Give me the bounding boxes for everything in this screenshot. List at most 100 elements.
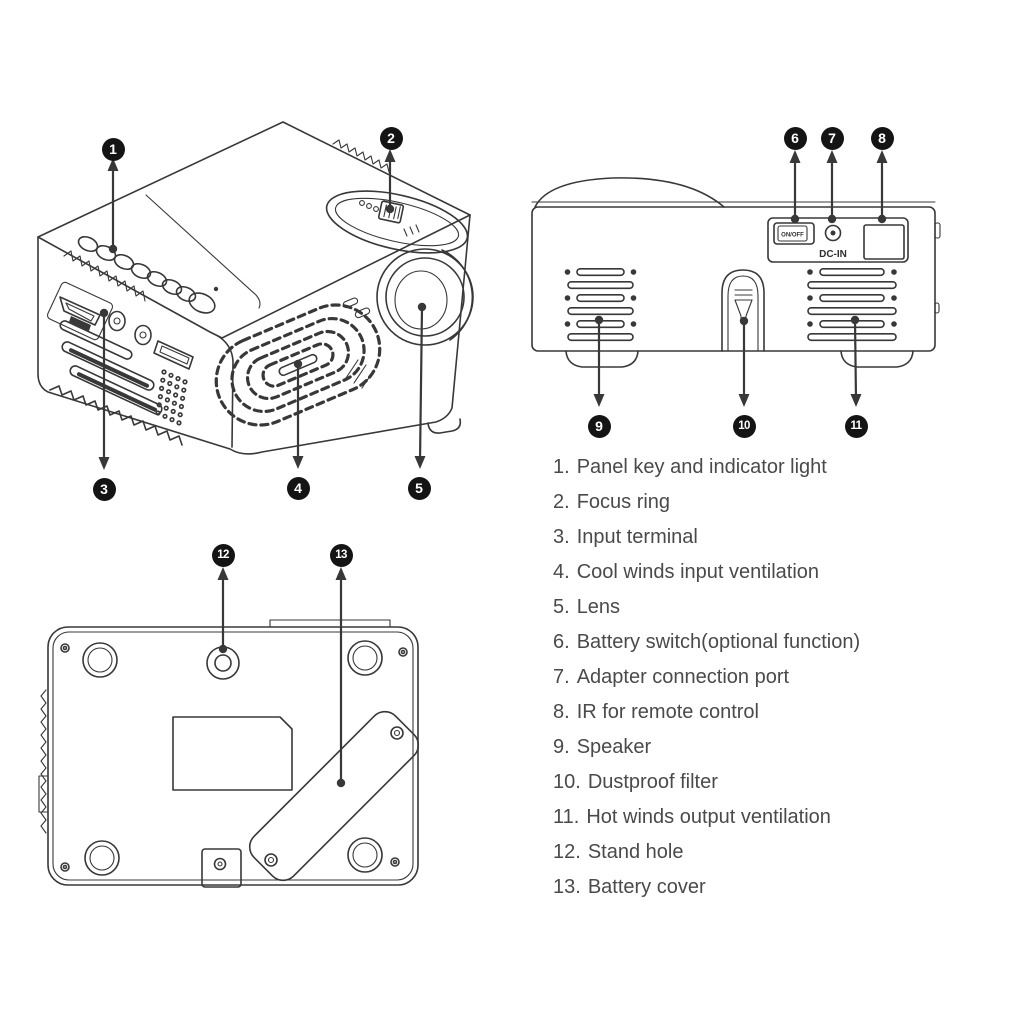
callout-2: 2 [379, 126, 403, 150]
legend-item-label: Battery cover [587, 876, 706, 898]
legend-item-number: 11. [553, 806, 580, 828]
callout-7: 7 [820, 126, 844, 150]
callout-5: 5 [407, 476, 431, 500]
arrow-13 [335, 567, 347, 788]
dustproof-filter [721, 269, 765, 352]
input-terminal [46, 281, 194, 426]
back-foot-right [840, 350, 914, 368]
legend-item-5: 5. Lens [553, 590, 860, 625]
legend-item-6: 6. Battery switch(optional function) [553, 625, 860, 660]
callout-arrows [98, 149, 888, 788]
back-body [531, 206, 936, 352]
legend-item-13: 13.Battery cover [553, 870, 860, 905]
projector-body-outline [37, 121, 471, 455]
arrow-11 [850, 315, 862, 407]
legend-item-9: 9. Speaker [553, 730, 860, 765]
callout-9: 9 [587, 414, 611, 438]
parts-legend: 1. Panel key and indicator light 2. Focus … [553, 450, 860, 905]
dc-in-jack [824, 224, 842, 242]
arrow-2 [384, 149, 396, 214]
callout-4: 4 [286, 476, 310, 500]
bottom-feet [82, 640, 383, 876]
arrow-9 [593, 315, 605, 407]
legend-item-10: 10. Dustproof filter [553, 765, 860, 800]
bottom-view [38, 619, 420, 888]
legend-item-number: 8. [553, 701, 570, 723]
label-plate [172, 716, 293, 791]
indicator-light [213, 286, 219, 292]
port-bezel [46, 281, 114, 341]
callout-8: 8 [870, 126, 894, 150]
bottom-tab [201, 848, 242, 888]
hot-wind-vents [807, 267, 897, 342]
legend-item-label: Lens [576, 596, 621, 618]
dc-in-label: DC-IN [819, 249, 847, 260]
legend-item-11: 11. Hot winds output ventilation [553, 800, 860, 835]
legend-item-label: Stand hole [587, 841, 684, 863]
legend-item-1: 1. Panel key and indicator light [553, 450, 860, 485]
bottom-body [47, 626, 419, 886]
av-jack [108, 310, 126, 332]
callout-10: 10 [732, 414, 756, 438]
side-tab [38, 775, 49, 813]
legend-item-label: Hot winds output ventilation [586, 806, 831, 828]
legend-item-number: 2. [553, 491, 570, 513]
audio-jack [134, 324, 152, 346]
perspective-view [37, 121, 474, 455]
legend-item-label: Input terminal [576, 526, 698, 548]
arrow-6 [789, 150, 801, 224]
legend-item-2: 2. Focus ring [553, 485, 860, 520]
vent-dot-grid [155, 369, 188, 426]
back-view: ON/OFF DC-IN [531, 177, 941, 368]
legend-item-number: 12. [553, 841, 581, 863]
legend-item-4: 4. Cool winds input ventilation [553, 555, 860, 590]
callout-3: 3 [92, 477, 116, 501]
switch-label: ON/OFF [781, 233, 804, 239]
callout-12: 12 [211, 543, 235, 567]
top-serration [332, 139, 390, 173]
top-dome [534, 177, 725, 208]
callout-1: 1 [101, 137, 125, 161]
legend-item-number: 10. [553, 771, 581, 793]
callout-6: 6 [783, 126, 807, 150]
usb-port [153, 340, 194, 370]
arrow-10 [738, 316, 750, 407]
legend-item-label: Battery switch(optional function) [576, 631, 861, 653]
legend-item-label: Panel key and indicator light [576, 456, 827, 478]
ir-window [863, 224, 905, 260]
speaker-grille [564, 267, 637, 342]
focus-knob [377, 200, 405, 224]
legend-item-label: Cool winds input ventilation [576, 561, 820, 583]
back-foot-left [565, 350, 639, 368]
legend-item-number: 4. [553, 561, 570, 583]
legend-item-7: 7. Adapter connection port [553, 660, 860, 695]
lens [376, 248, 474, 346]
legend-item-label: Speaker [576, 736, 652, 758]
arrow-3 [98, 308, 110, 470]
legend-item-label: IR for remote control [576, 701, 759, 723]
legend-item-number: 9. [553, 736, 570, 758]
panel-keys [77, 235, 219, 314]
legend-item-label: Focus ring [576, 491, 671, 513]
legend-item-label: Dustproof filter [587, 771, 718, 793]
legend-item-number: 1. [553, 456, 570, 478]
side-fins [40, 689, 47, 834]
callout-11: 11 [844, 414, 868, 438]
arrow-1 [107, 158, 119, 254]
legend-item-number: 3. [553, 526, 570, 548]
front-foot [427, 418, 462, 434]
legend-item-number: 7. [553, 666, 570, 688]
corner-screws [60, 643, 408, 872]
legend-item-number: 6. [553, 631, 570, 653]
arrow-4 [292, 359, 304, 469]
legend-item-number: 5. [553, 596, 570, 618]
legend-item-label: Adapter connection port [576, 666, 790, 688]
power-panel: ON/OFF DC-IN [767, 217, 909, 263]
hdmi-port [59, 296, 101, 326]
arrow-7 [826, 150, 838, 224]
battery-cover [248, 710, 420, 882]
legend-item-3: 3. Input terminal [553, 520, 860, 555]
arrow-8 [876, 150, 888, 224]
